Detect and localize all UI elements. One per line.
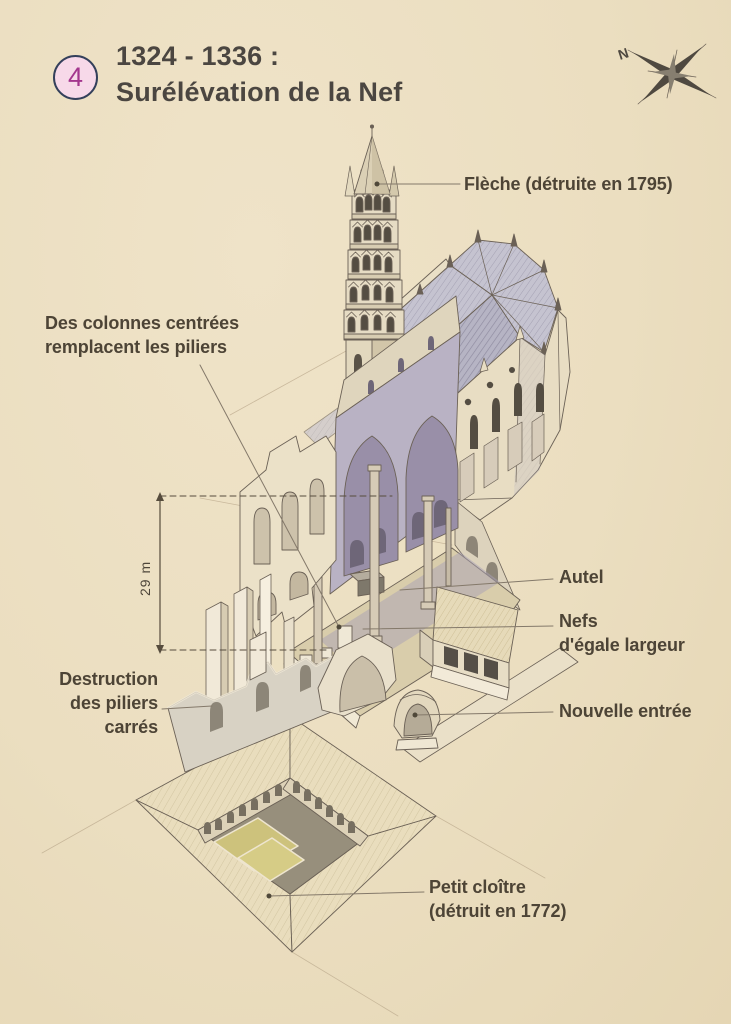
annotation-nefs: Nefs d'égale largeur: [559, 611, 685, 655]
annotation-petit-cloitre: Petit cloître (détruit en 1772): [429, 877, 567, 921]
garden-beds: [213, 817, 305, 882]
annotation-destruction: Destruction des piliers carrés: [59, 669, 158, 737]
spire: [344, 124, 400, 197]
compass-north-label: N: [616, 45, 631, 63]
cloister-arcade: [204, 781, 355, 834]
annotation-autel: Autel: [559, 567, 604, 587]
page-title: 1324 - 1336 : Surélévation de la Nef: [116, 41, 403, 107]
measurement-label: 29 m: [137, 561, 153, 596]
step-number-badge: 4: [53, 55, 98, 100]
height-measurement: 29 m: [137, 492, 393, 654]
apse-wall: [443, 309, 571, 521]
nave-interior: [283, 295, 521, 729]
annotation-colonnes: Des colonnes centrées remplacent les pil…: [45, 313, 239, 357]
side-chapel: [419, 586, 519, 701]
compass-rose: N: [616, 43, 717, 105]
entrance-porch: [393, 689, 441, 751]
annotation-fleche: Flèche (détruite en 1795): [464, 174, 673, 194]
cloister: [135, 715, 437, 953]
leader-lines: [161, 181, 554, 899]
broken-arch-fragment: [317, 633, 397, 717]
annotation-nouvelle-entree: Nouvelle entrée: [559, 701, 692, 721]
